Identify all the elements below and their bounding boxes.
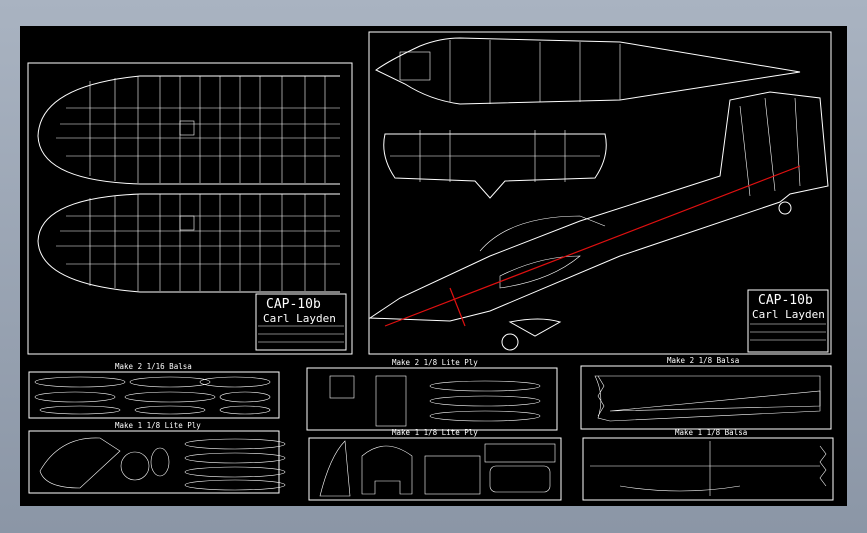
right-title-block <box>747 289 829 353</box>
fin-ribs <box>739 97 801 197</box>
left-title-block <box>255 293 347 351</box>
left-model-name: CAP-10b <box>266 297 321 312</box>
cad-drawing: CAP-10b Carl Layden CAP-10b Carl Layden … <box>27 31 834 501</box>
parts-sheet-border <box>28 371 280 419</box>
parts-sheet-border <box>580 365 832 430</box>
lower-wing-spars <box>56 215 340 265</box>
wing-root-fairing <box>499 255 581 289</box>
wing-plan-panel: CAP-10b Carl Layden <box>27 62 353 355</box>
fuselage-panel: CAP-10b Carl Layden <box>368 31 832 355</box>
parts-sheet-label: Make 1 1/8 Lite Ply <box>115 421 201 430</box>
parts-sheet-label: Make 2 1/16 Balsa <box>115 362 192 371</box>
right-model-name: CAP-10b <box>758 293 813 308</box>
thrust-centerline <box>384 165 801 327</box>
fuselage-top-formers <box>449 40 621 104</box>
stabilizer-ribs <box>390 130 600 182</box>
firewall-line <box>449 287 466 327</box>
right-designer-name: Carl Layden <box>752 308 825 321</box>
right-title-block-rows <box>750 323 826 341</box>
parts-sheet-label: Make 1 1/8 Lite Ply <box>392 428 478 437</box>
parts-sheet-label: Make 2 1/8 Lite Ply <box>392 358 478 367</box>
upper-wing-outline <box>37 75 340 185</box>
parts-sheet-border <box>28 430 280 494</box>
parts-sheet-liteply18a: Make 1 1/8 Lite Ply <box>28 421 286 494</box>
parts-sheet-balsa116: Make 2 1/16 Balsa <box>28 362 280 419</box>
fuselage-panel-border <box>368 31 832 355</box>
left-designer-name: Carl Layden <box>263 312 336 325</box>
lower-wing-outline <box>37 193 340 293</box>
fuselage-side-view <box>368 91 829 322</box>
drawing-sheet: CAP-10b Carl Layden CAP-10b Carl Layden … <box>20 26 847 506</box>
upper-wing-spars <box>56 107 340 157</box>
parts-sheet-border <box>308 437 562 501</box>
fuselage-top-view <box>375 37 801 105</box>
parts-sheet-label: Make 2 1/8 Balsa <box>667 356 739 365</box>
lower-wing-ribs <box>89 194 326 291</box>
parts-sheet-label: Make 1 1/8 Balsa <box>675 428 747 437</box>
landing-gear-leg <box>508 318 562 337</box>
upper-wing-ribs <box>89 76 326 183</box>
parts-sheet-liteply18b: Make 2 1/8 Lite Ply <box>306 358 558 431</box>
main-wheel <box>501 333 519 351</box>
parts-sheet-liteply18c: Make 1 1/8 Lite Ply <box>308 428 562 501</box>
parts-sheet-balsa18a: Make 2 1/8 Balsa <box>580 356 832 430</box>
left-title-block-rows <box>258 325 344 343</box>
parts-sheet-border <box>306 367 558 431</box>
parts-sheet-border <box>582 437 834 501</box>
tail-wheel <box>778 201 792 215</box>
canopy-outline <box>479 215 606 252</box>
upper-servo-bay <box>179 120 195 136</box>
engine-box <box>399 51 431 81</box>
parts-sheet-balsa18b: Make 1 1/8 Balsa <box>582 428 834 501</box>
lower-servo-bay <box>179 215 195 231</box>
wing-panel-border <box>27 62 353 355</box>
stabilizer-plan <box>383 133 607 199</box>
